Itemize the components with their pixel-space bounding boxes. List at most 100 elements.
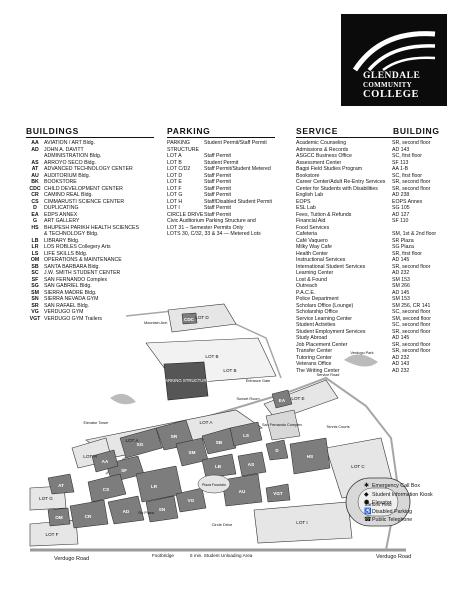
building-code: SM (31, 289, 39, 296)
building-code: SR (31, 302, 39, 309)
building-name: ART GALLERY (44, 218, 80, 224)
service-location: SM 153 (392, 296, 410, 302)
verdugo-road-right-label: Verdugo Road (376, 554, 412, 560)
parking-lot-name: STRUCTURE (167, 146, 199, 153)
map-label-field: Sartoris Field (364, 502, 392, 507)
service-row: P.A.C.E.AD 145 (296, 290, 446, 297)
service-name: Academic Counseling (296, 140, 347, 146)
service-location: AD 232 (392, 270, 410, 276)
legend-label: Public Telephone (372, 517, 413, 523)
parking-lot-name: LOT F (167, 185, 182, 192)
service-location: SR, first floor (392, 250, 422, 257)
legend-item: ⬢Elevator (364, 499, 433, 508)
service-row: Food Services (296, 225, 446, 232)
service-location: SM, second floor (392, 315, 431, 322)
service-name: Instructional Services (296, 257, 346, 263)
service-row: Academic Counseling SR, second floor (296, 140, 446, 147)
service-name: Outreach (296, 283, 318, 289)
parking-structure (163, 361, 209, 401)
building-name: VERDUGO GYM Trailers (44, 315, 102, 322)
bldg-ls-shape (229, 421, 263, 447)
bldg-vg-shape (175, 487, 207, 513)
parking-permit: Staff Permit (204, 172, 232, 179)
building-name: BOOKSTORE (44, 179, 77, 185)
service-name: Cafeteria (296, 231, 318, 237)
legend-label: Disabled Parking (372, 508, 413, 515)
service-name: The Writing Center (296, 367, 340, 374)
legend-item: ♿Disabled Parking (364, 508, 433, 517)
bldg-d-shape (265, 439, 289, 461)
parking-lot-name: LOT G (167, 192, 183, 198)
map-code-om: OM (55, 515, 63, 520)
service-name: Fees, Tuition & Refunds (296, 211, 352, 218)
service-name: Health Center (296, 250, 329, 257)
building-name: CHILD DEVELOPMENT CENTER (44, 185, 123, 192)
building-name: EDPS ANNEX (44, 211, 78, 218)
bldg-aa-shape (91, 449, 119, 473)
service-name: Scholars Office (Lounge) (296, 302, 354, 309)
parking-row: LOT 31 – Semester Permits Only (167, 225, 272, 232)
parking-lot-name: LOT C/D2 (167, 166, 191, 172)
service-location: SC, second floor (392, 322, 431, 328)
building-code: VG (31, 309, 39, 315)
map-code-cdc: CDC (184, 317, 195, 322)
parking-lot-name: LOT D (167, 172, 183, 179)
legend-item: ☎Public Telephone (364, 516, 433, 525)
building-name: SAN FERNANDO Complex (44, 276, 108, 283)
map-code-lr: LR (151, 484, 158, 489)
service-location: AD 145 (392, 335, 410, 341)
bldg-sn-shape (145, 495, 179, 523)
unloading-area-label: 5 min. Student Unloading Area (190, 553, 253, 558)
map-code-as: AS (248, 462, 254, 467)
parking-permit: Staff Permit (204, 192, 232, 198)
building-name: CIMMARUSTI SCIENCE CENTER (44, 198, 125, 205)
map-code-cs: CS (103, 487, 109, 492)
parking-row: LOTS 30, C/32, 33 & 34 — Metered Lots (167, 231, 272, 238)
building-name: CAMINO REAL Bldg. (44, 192, 93, 198)
map-label-lot-c: LOT C (351, 464, 365, 469)
building-code: SN (31, 296, 39, 302)
service-location: SR, second floor (392, 140, 431, 146)
service-location: SG Plaza (392, 244, 414, 250)
service-location: AD 127 (392, 211, 410, 218)
bldg-cr-shape (69, 499, 109, 529)
map-label-structure: PARKING STRUCTURE (163, 378, 210, 383)
plaza-fountain (197, 474, 231, 494)
service-location: AA 1-B (392, 166, 409, 172)
building-code: SG (31, 283, 39, 289)
service-row: Milky Way Cafe SG Plaza (296, 244, 446, 251)
building-name: LIFE SKILLS Bldg. (44, 250, 88, 257)
parking-permit: Staff/Disabled Student Permit (204, 198, 272, 205)
bldg-sb-shape (201, 427, 237, 455)
service-name: Transfer Center (296, 348, 333, 354)
map-label-plaza: Plaza Fountain (202, 483, 226, 487)
legend-label: Emergency Call Box (372, 483, 420, 489)
emergency-call-box-icon: ✱ (364, 483, 370, 489)
building-name: & TECHNOLOGY Bldg. (44, 231, 99, 237)
service-name: Milky Way Cafe (296, 244, 332, 250)
building-code: AS (31, 159, 39, 166)
logo-arc-icon (352, 31, 436, 72)
service-location: SG 105 (392, 205, 410, 211)
service-row: Scholars Office (Lounge)SM 256, CR 141 (296, 303, 446, 310)
map-code-ls: LS (243, 433, 249, 438)
service-row: Outreach SM 266 (296, 283, 446, 290)
service-location: SM 266 (392, 283, 410, 289)
